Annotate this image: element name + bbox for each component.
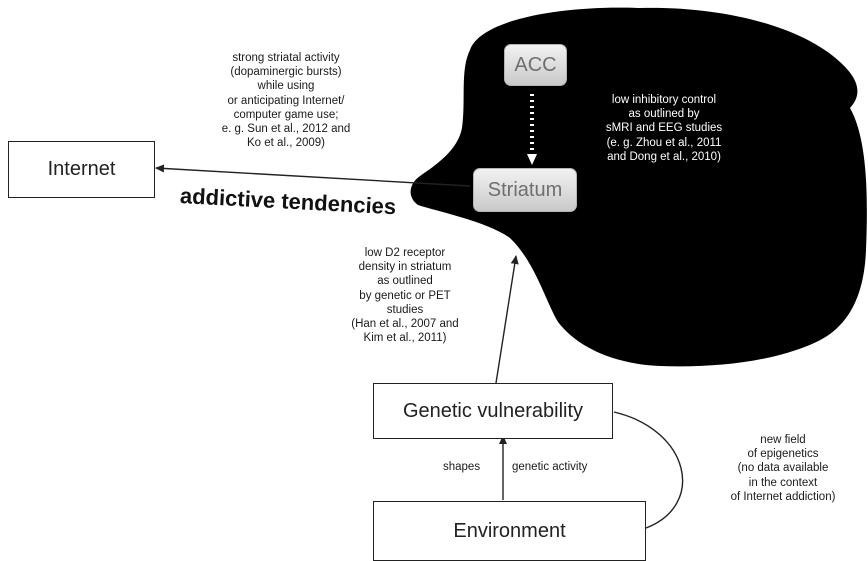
internet-node: Internet xyxy=(8,141,155,198)
genetic-activity-label: genetic activity xyxy=(512,461,588,473)
genetic-to-brain-arrow xyxy=(495,255,519,384)
d2-receptor-note: low D2 receptor density in striatum as o… xyxy=(351,247,459,345)
inhibitory-control-note: low inhibitory control as outlined by sM… xyxy=(605,94,723,163)
genetic-vulnerability-node: Genetic vulnerability xyxy=(373,383,613,439)
addictive-arrow xyxy=(155,164,471,187)
epigenetics-note: new field of epigenetics (no data availa… xyxy=(730,434,836,503)
environment-node: Environment xyxy=(373,501,646,561)
striatal-activity-note: strong striatal activity (dopaminergic b… xyxy=(221,52,351,150)
epigenetics-curve xyxy=(613,411,684,529)
brain-shape xyxy=(410,7,867,367)
striatum-node: Striatum xyxy=(473,168,577,212)
shapes-label: shapes xyxy=(443,461,481,473)
acc-node: ACC xyxy=(504,44,567,86)
